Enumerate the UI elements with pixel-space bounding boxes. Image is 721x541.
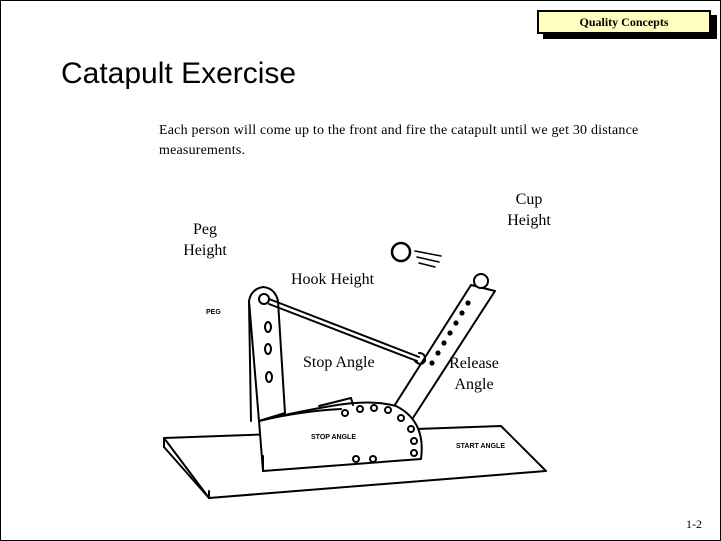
peg-drawing-label: PEG xyxy=(206,309,221,316)
stop-angle-label: Stop Angle xyxy=(303,354,375,371)
ball xyxy=(390,241,412,263)
stop-angle-drawing-label: STOP ANGLE xyxy=(311,434,356,441)
start-angle-drawing-label: START ANGLE xyxy=(456,443,505,450)
page-number: 1-2 xyxy=(686,517,702,531)
cup xyxy=(473,273,489,289)
slide-title: Catapult Exercise xyxy=(61,57,297,90)
hook-height-label: Hook Height xyxy=(291,271,375,288)
cup-height-label: Cup Height xyxy=(507,191,551,229)
peg-height-label: Peg Height xyxy=(183,221,227,259)
quality-concepts-badge: Quality Concepts xyxy=(537,10,711,34)
release-angle-label: Release Angle xyxy=(449,355,499,393)
stop-block xyxy=(258,401,423,472)
intro-text: Each person will come up to the front an… xyxy=(159,123,639,158)
